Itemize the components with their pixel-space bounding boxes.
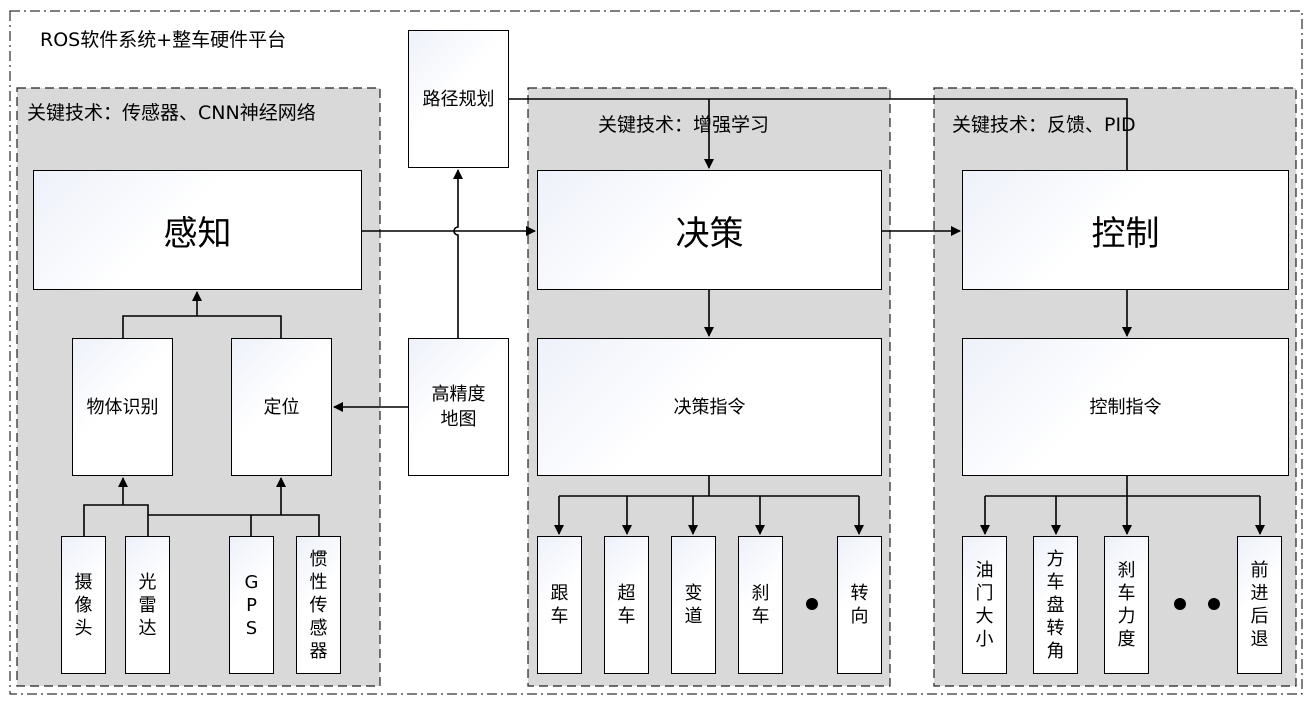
object-recognition-label: 物体识别 <box>86 396 159 418</box>
decision-command-box: 决策指令 <box>537 338 882 476</box>
action-lane-change-box: 变道 <box>671 536 716 674</box>
vertical-label: 超车 <box>617 583 636 627</box>
decision-label: 决策 <box>675 213 744 254</box>
path-planning-label: 路径规划 <box>422 88 495 110</box>
perception-label: 感知 <box>163 213 232 254</box>
decision-panel-title: 关键技术：增强学习 <box>598 114 770 136</box>
outer-title: ROS软件系统+整车硬件平台 <box>40 29 287 51</box>
ellipsis-dot <box>1174 598 1186 610</box>
action-overtake-box: 超车 <box>604 536 649 674</box>
vertical-label: 跟车 <box>550 583 569 627</box>
vertical-label: GPS <box>244 571 259 639</box>
ellipsis-dot <box>806 598 818 610</box>
vertical-label: 刹车 <box>751 583 770 627</box>
hd-map-label: 高精度地图 <box>431 384 486 430</box>
control-command-box: 控制指令 <box>962 338 1289 476</box>
action-turn-box: 转向 <box>837 536 882 674</box>
vertical-label: 惯性传感器 <box>309 548 328 662</box>
vertical-label: 摄像头 <box>74 571 93 639</box>
perception-box: 感知 <box>33 170 362 290</box>
control-box: 控制 <box>962 170 1289 290</box>
vertical-label: 光雷达 <box>138 571 157 639</box>
decision-command-label: 决策指令 <box>673 396 746 418</box>
vertical-label: 刹车力度 <box>1117 560 1136 650</box>
sensor-gps-box: GPS <box>229 536 274 674</box>
localization-box: 定位 <box>231 338 332 476</box>
actuator-brake-force-box: 刹车力度 <box>1104 536 1149 674</box>
object-recognition-box: 物体识别 <box>72 338 173 476</box>
actuator-direction-box: 前进后退 <box>1237 536 1282 674</box>
ellipsis-dot <box>1208 598 1220 610</box>
sensor-imu-box: 惯性传感器 <box>296 536 341 674</box>
action-brake-box: 刹车 <box>738 536 783 674</box>
hd-map-box: 高精度地图 <box>408 338 509 476</box>
vertical-label: 变道 <box>684 583 703 627</box>
actuator-throttle-box: 油门大小 <box>962 536 1007 674</box>
actuator-steering-box: 方车盘转角 <box>1033 536 1078 674</box>
localization-label: 定位 <box>263 396 300 418</box>
vertical-label: 前进后退 <box>1250 560 1269 650</box>
vertical-label: 方车盘转角 <box>1046 548 1065 662</box>
vertical-label: 转向 <box>850 583 869 627</box>
path-planning-box: 路径规划 <box>408 30 509 168</box>
decision-box: 决策 <box>537 170 882 290</box>
action-follow-box: 跟车 <box>537 536 582 674</box>
vertical-label: 油门大小 <box>975 560 994 650</box>
perception-panel-title: 关键技术：传感器、CNN神经网络 <box>27 102 316 124</box>
sensor-camera-box: 摄像头 <box>61 536 106 674</box>
control-label: 控制 <box>1091 213 1160 254</box>
sensor-lidar-box: 光雷达 <box>125 536 170 674</box>
control-panel-title: 关键技术：反馈、PID <box>952 114 1136 136</box>
control-command-label: 控制指令 <box>1089 396 1162 418</box>
